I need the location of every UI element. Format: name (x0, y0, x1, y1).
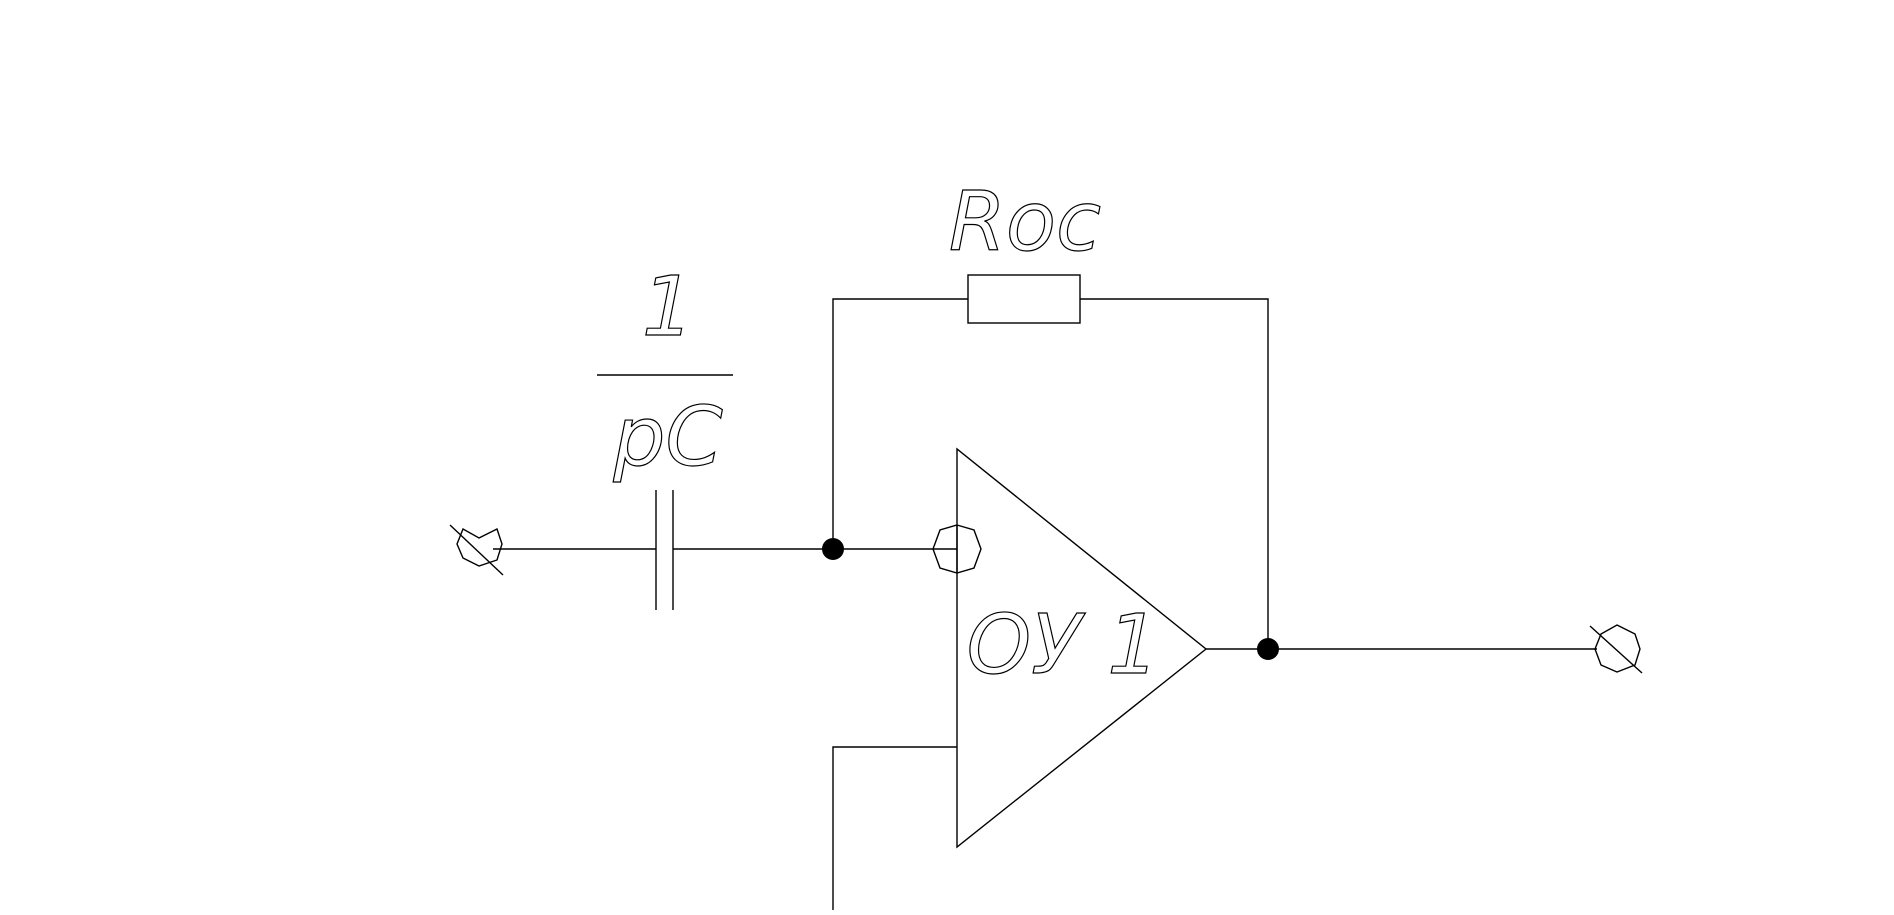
opamp-triangle (956, 447, 1208, 849)
feedback-resistor (967, 274, 1081, 324)
capacitor-impedance-label: 1 pC (597, 259, 733, 486)
capacitor-label-numerator: 1 (642, 260, 694, 355)
capacitor (655, 490, 674, 610)
input-terminal (449, 524, 504, 576)
capacitor-label-denominator: pC (612, 390, 722, 485)
output-terminal (1589, 624, 1643, 674)
feedback-left-wire (832, 298, 968, 549)
feedback-right-wire (1080, 298, 1269, 649)
opamp-label: ОУ 1 (967, 598, 1160, 693)
feedback-resistor-label: Roc (949, 175, 1101, 270)
non-inverting-input-wire (832, 746, 957, 910)
